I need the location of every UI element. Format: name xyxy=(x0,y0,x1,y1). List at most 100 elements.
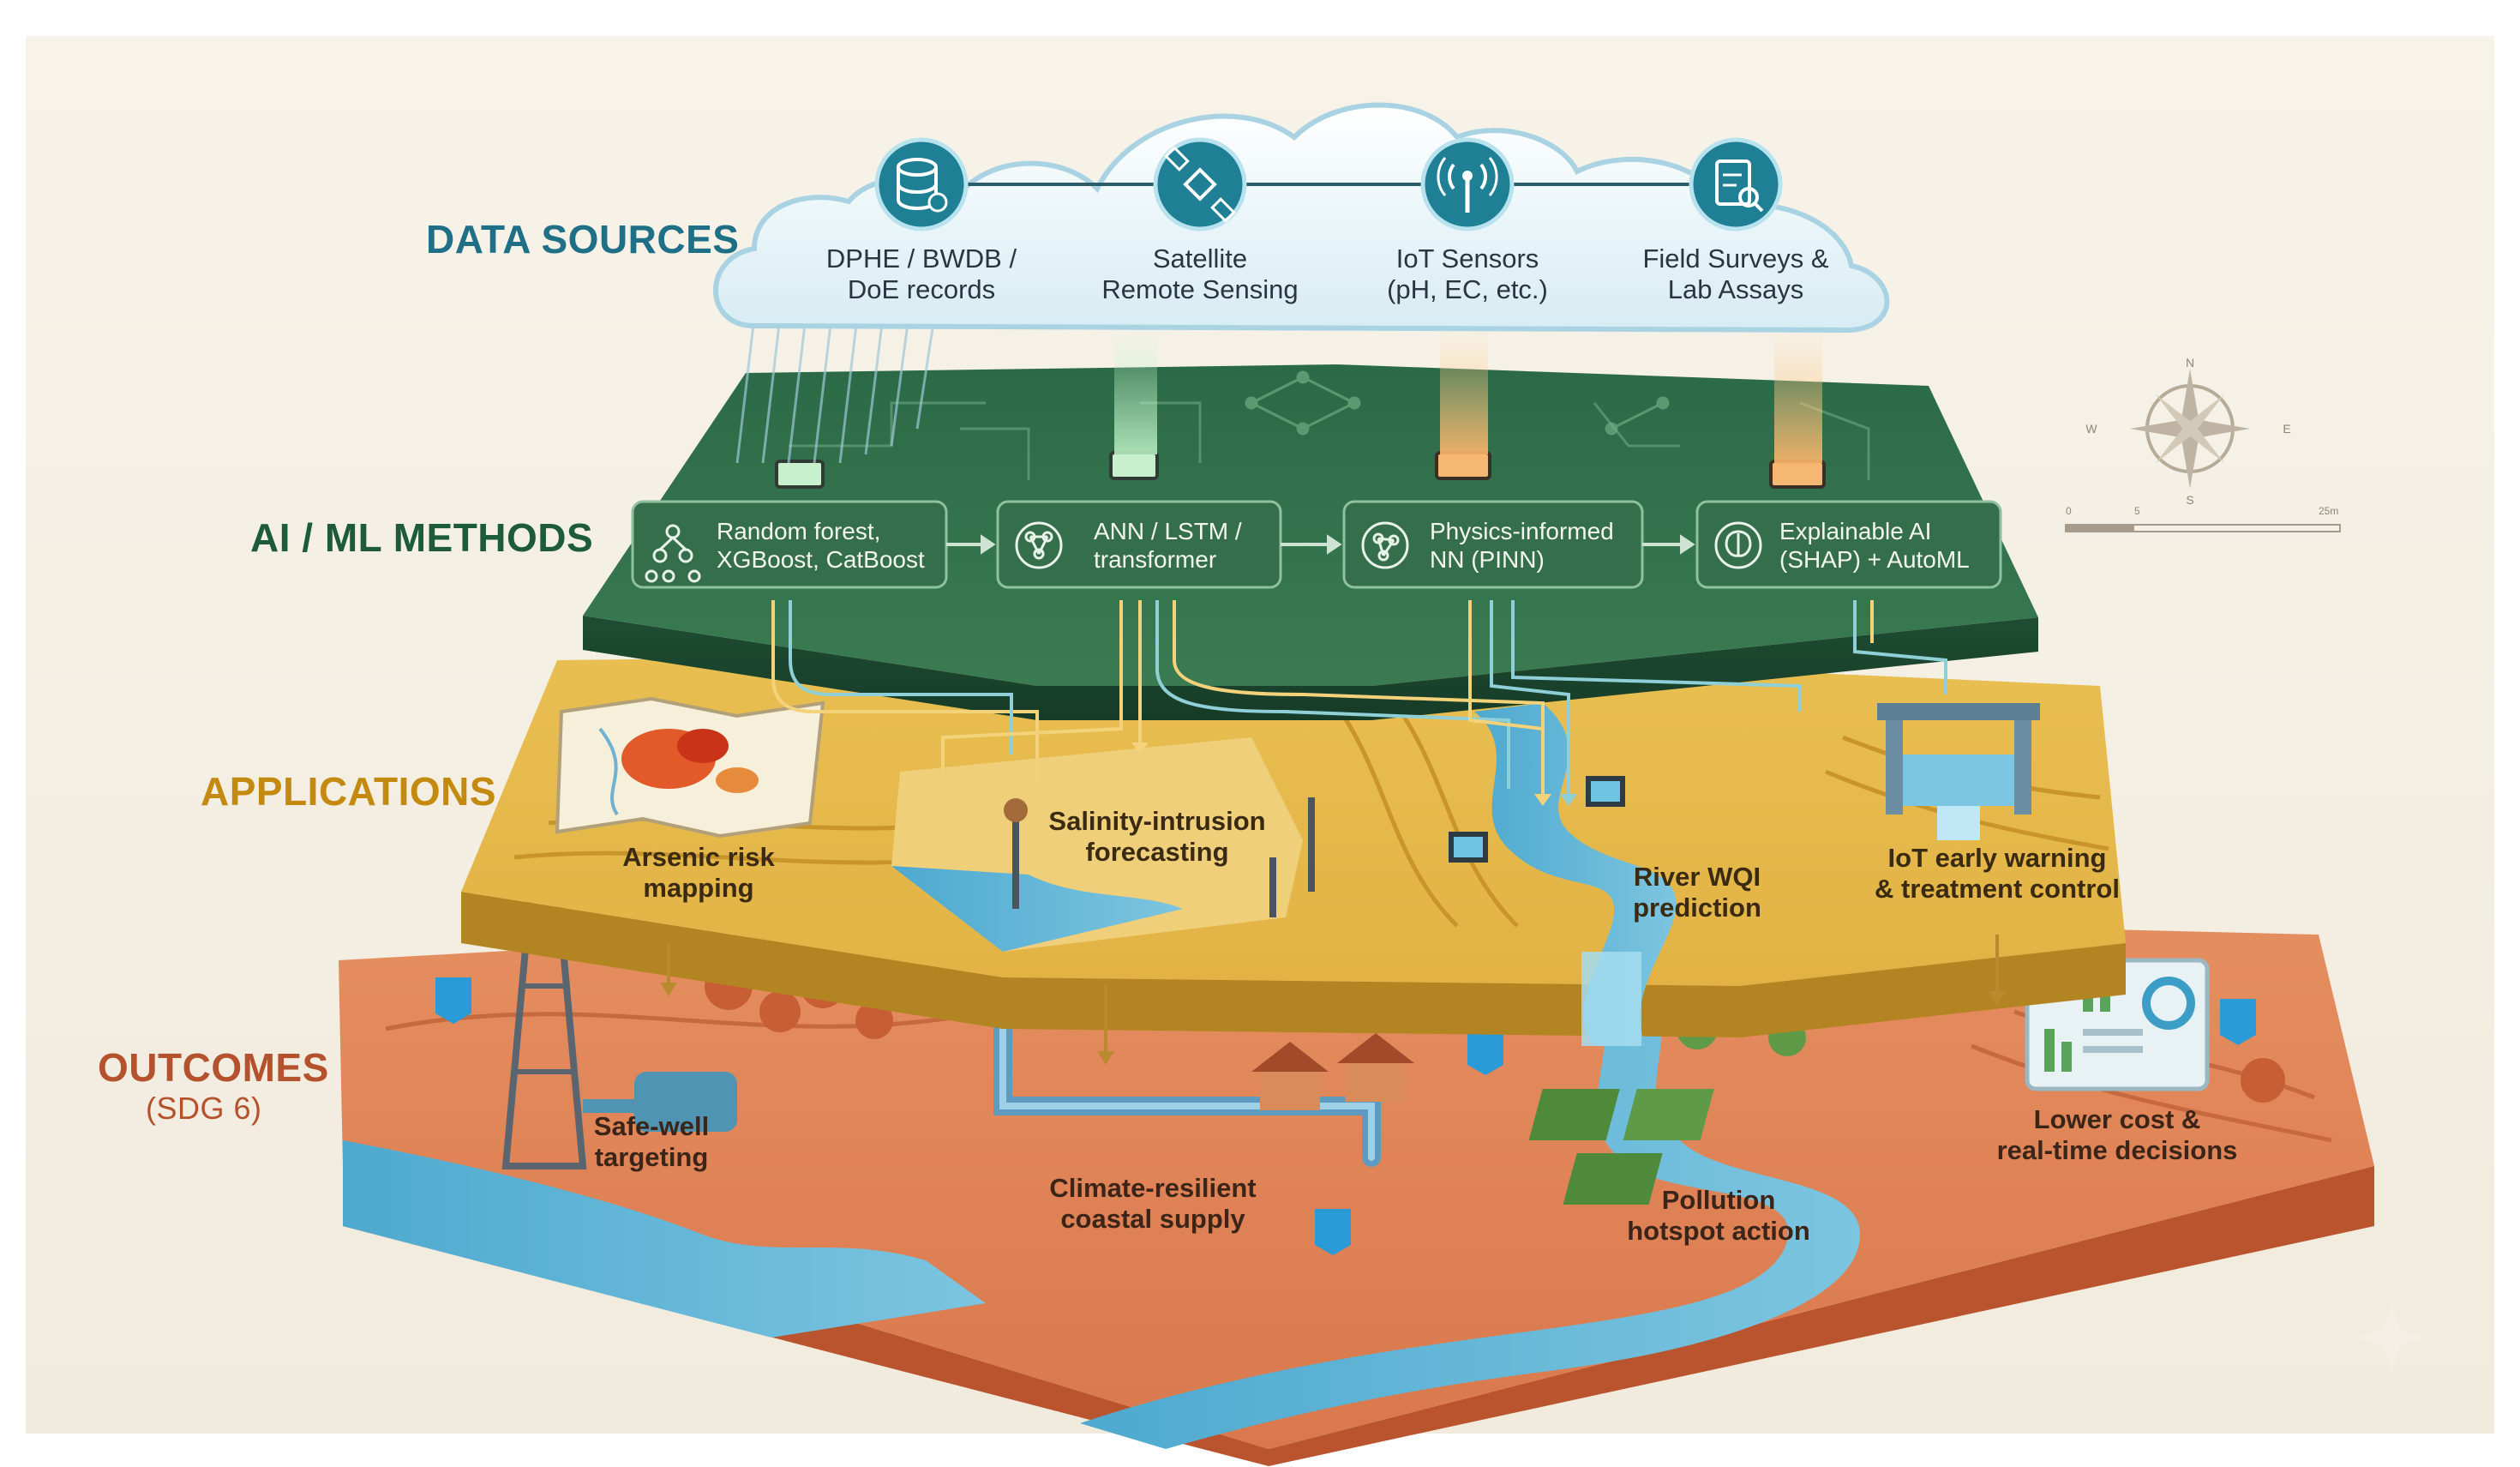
outcome-pollution-hotspot-action: Pollution hotspot action xyxy=(1599,1185,1839,1247)
outcome-climate-resilient-supply: Climate-resilient coastal supply xyxy=(1024,1173,1281,1235)
rain-streaks xyxy=(735,316,936,464)
data-beam-orange-2 xyxy=(1774,326,1822,463)
methods-layer xyxy=(583,364,2038,720)
coastal-water xyxy=(891,866,1183,952)
sparkle-icon xyxy=(2357,1303,2426,1372)
sdg6-badges xyxy=(435,977,2256,1255)
source-dphe-records: DPHE / BWDB / DoE records xyxy=(793,243,1050,305)
outcome-safe-well-targeting: Safe-well targeting xyxy=(557,1111,746,1173)
satellite-icon xyxy=(1153,137,1247,231)
network-watermark xyxy=(1245,370,1670,436)
arsenic-risk-map-icon xyxy=(555,696,825,839)
compass-s: S xyxy=(2186,493,2193,507)
sensor-antenna-icon xyxy=(1420,137,1515,231)
tier-label-ai-ml-methods: AI / ML METHODS xyxy=(250,515,594,560)
application-arsenic-line1: Arsenic risk xyxy=(622,842,775,872)
scale-start: 0 xyxy=(2066,505,2072,517)
source-field-surveys: Field Surveys & Lab Assays xyxy=(1607,243,1864,305)
method-pinn-line2: NN (PINN) xyxy=(1430,546,1545,573)
waterfall xyxy=(1581,952,1641,1046)
applications-layer-top xyxy=(461,652,2126,986)
monitoring-posts xyxy=(1012,797,1315,917)
tier-label-applications: APPLICATIONS xyxy=(201,769,497,814)
outcomes-layer xyxy=(339,880,2374,1466)
chip-icons xyxy=(775,451,1826,489)
scale-end: 25m xyxy=(2319,505,2338,517)
application-wqi-line2: prediction xyxy=(1633,893,1761,923)
tier-label-outcomes-sdg: (SDG 6) xyxy=(146,1091,262,1126)
method-ann-lstm: ANN / LSTM / transformer xyxy=(1094,517,1242,574)
network-graph-icon xyxy=(1361,521,1409,569)
decision-tree-icon xyxy=(645,524,701,583)
source-iot-line1: IoT Sensors xyxy=(1395,243,1539,274)
well-derrick xyxy=(501,880,737,1169)
source-iot-sensors: IoT Sensors (pH, EC, etc.) xyxy=(1339,243,1596,305)
outcome-climate-line1: Climate-resilient xyxy=(1049,1173,1257,1203)
houses xyxy=(1251,1033,1414,1110)
well-cap xyxy=(1004,798,1028,822)
water-pump xyxy=(634,1072,737,1132)
method-rf-line2: XGBoost, CatBoost xyxy=(717,546,925,573)
application-salinity-forecasting: Salinity-intrusion forecasting xyxy=(1029,806,1286,868)
application-river-wqi: River WQI prediction xyxy=(1611,862,1783,923)
application-iot-line2: & treatment control xyxy=(1875,874,2120,904)
tier-label-outcomes: OUTCOMES xyxy=(98,1045,329,1090)
outcome-lowcost-line2: real-time decisions xyxy=(1996,1135,2238,1165)
source-dphe-line2: DoE records xyxy=(847,274,996,304)
method-rf-line1: Random forest, xyxy=(717,518,881,544)
outcome-lower-cost-decisions: Lower cost & real-time decisions xyxy=(1971,1104,2263,1166)
application-salinity-line1: Salinity-intrusion xyxy=(1048,806,1266,836)
outcomes-river xyxy=(1080,986,1860,1449)
method-ann-line2: transformer xyxy=(1094,546,1217,573)
outcome-climate-line2: coastal supply xyxy=(1060,1204,1245,1234)
method-random-forest: Random forest, XGBoost, CatBoost xyxy=(717,517,925,574)
method-pinn-line1: Physics-informed xyxy=(1430,518,1614,544)
method-boxes xyxy=(631,500,2002,589)
tier-label-data-sources: DATA SOURCES xyxy=(426,217,740,262)
scale-bar: 0 5 25m xyxy=(2065,505,2341,532)
data-sources-cloud xyxy=(713,102,1890,464)
method-xai-line1: Explainable AI xyxy=(1779,518,1932,544)
clipboard-magnifier-icon xyxy=(1689,137,1783,231)
treatment-plant-icon xyxy=(1877,703,2040,840)
data-beam-orange xyxy=(1440,326,1488,454)
method-to-application-wires xyxy=(667,600,1999,1055)
application-arsenic-line2: mapping xyxy=(643,873,754,903)
left-lake xyxy=(343,1140,986,1338)
source-satellite: Satellite Remote Sensing xyxy=(1071,243,1329,305)
outcome-safewell-line2: targeting xyxy=(594,1142,709,1172)
compass-rose: N S E W xyxy=(2085,356,2290,507)
compass-w: W xyxy=(2085,422,2097,436)
sensor-monitor-icons xyxy=(1449,776,1625,863)
data-beam-green xyxy=(1114,326,1157,454)
method-ann-line1: ANN / LSTM / xyxy=(1094,518,1242,544)
source-satellite-line1: Satellite xyxy=(1152,243,1248,274)
outcome-pollution-line2: hotspot action xyxy=(1627,1216,1810,1246)
method-xai-line2: (SHAP) + AutoML xyxy=(1779,546,1970,573)
source-satellite-line2: Remote Sensing xyxy=(1101,274,1299,304)
brain-icon xyxy=(1714,521,1762,569)
source-field-line2: Lab Assays xyxy=(1667,274,1804,304)
application-iot-early-warning: IoT early warning & treatment control xyxy=(1860,843,2134,905)
method-pinn: Physics-informed NN (PINN) xyxy=(1430,517,1614,574)
method-glyphs xyxy=(645,521,1762,583)
source-iot-line2: (pH, EC, etc.) xyxy=(1387,274,1548,304)
applications-layer xyxy=(461,652,2126,1046)
source-dphe-line1: DPHE / BWDB / xyxy=(825,243,1017,274)
compass-e: E xyxy=(2283,422,2290,436)
applications-layer-edge xyxy=(461,892,2126,1037)
database-icon xyxy=(874,137,969,231)
source-icons xyxy=(874,137,1783,231)
cloud-shape xyxy=(713,102,1890,334)
outcome-pollution-line1: Pollution xyxy=(1661,1185,1776,1215)
application-salinity-line2: forecasting xyxy=(1085,837,1229,867)
neural-network-icon xyxy=(1015,521,1063,569)
source-field-line1: Field Surveys & xyxy=(1642,243,1829,274)
application-arsenic-risk-mapping: Arsenic risk mapping xyxy=(600,842,797,904)
application-iot-line1: IoT early warning xyxy=(1887,843,2107,873)
scale-mid: 5 xyxy=(2134,505,2140,517)
farm-plots xyxy=(1528,1089,1714,1205)
outcome-lowcost-line1: Lower cost & xyxy=(2033,1104,2201,1134)
arrowheads xyxy=(660,743,2006,1065)
